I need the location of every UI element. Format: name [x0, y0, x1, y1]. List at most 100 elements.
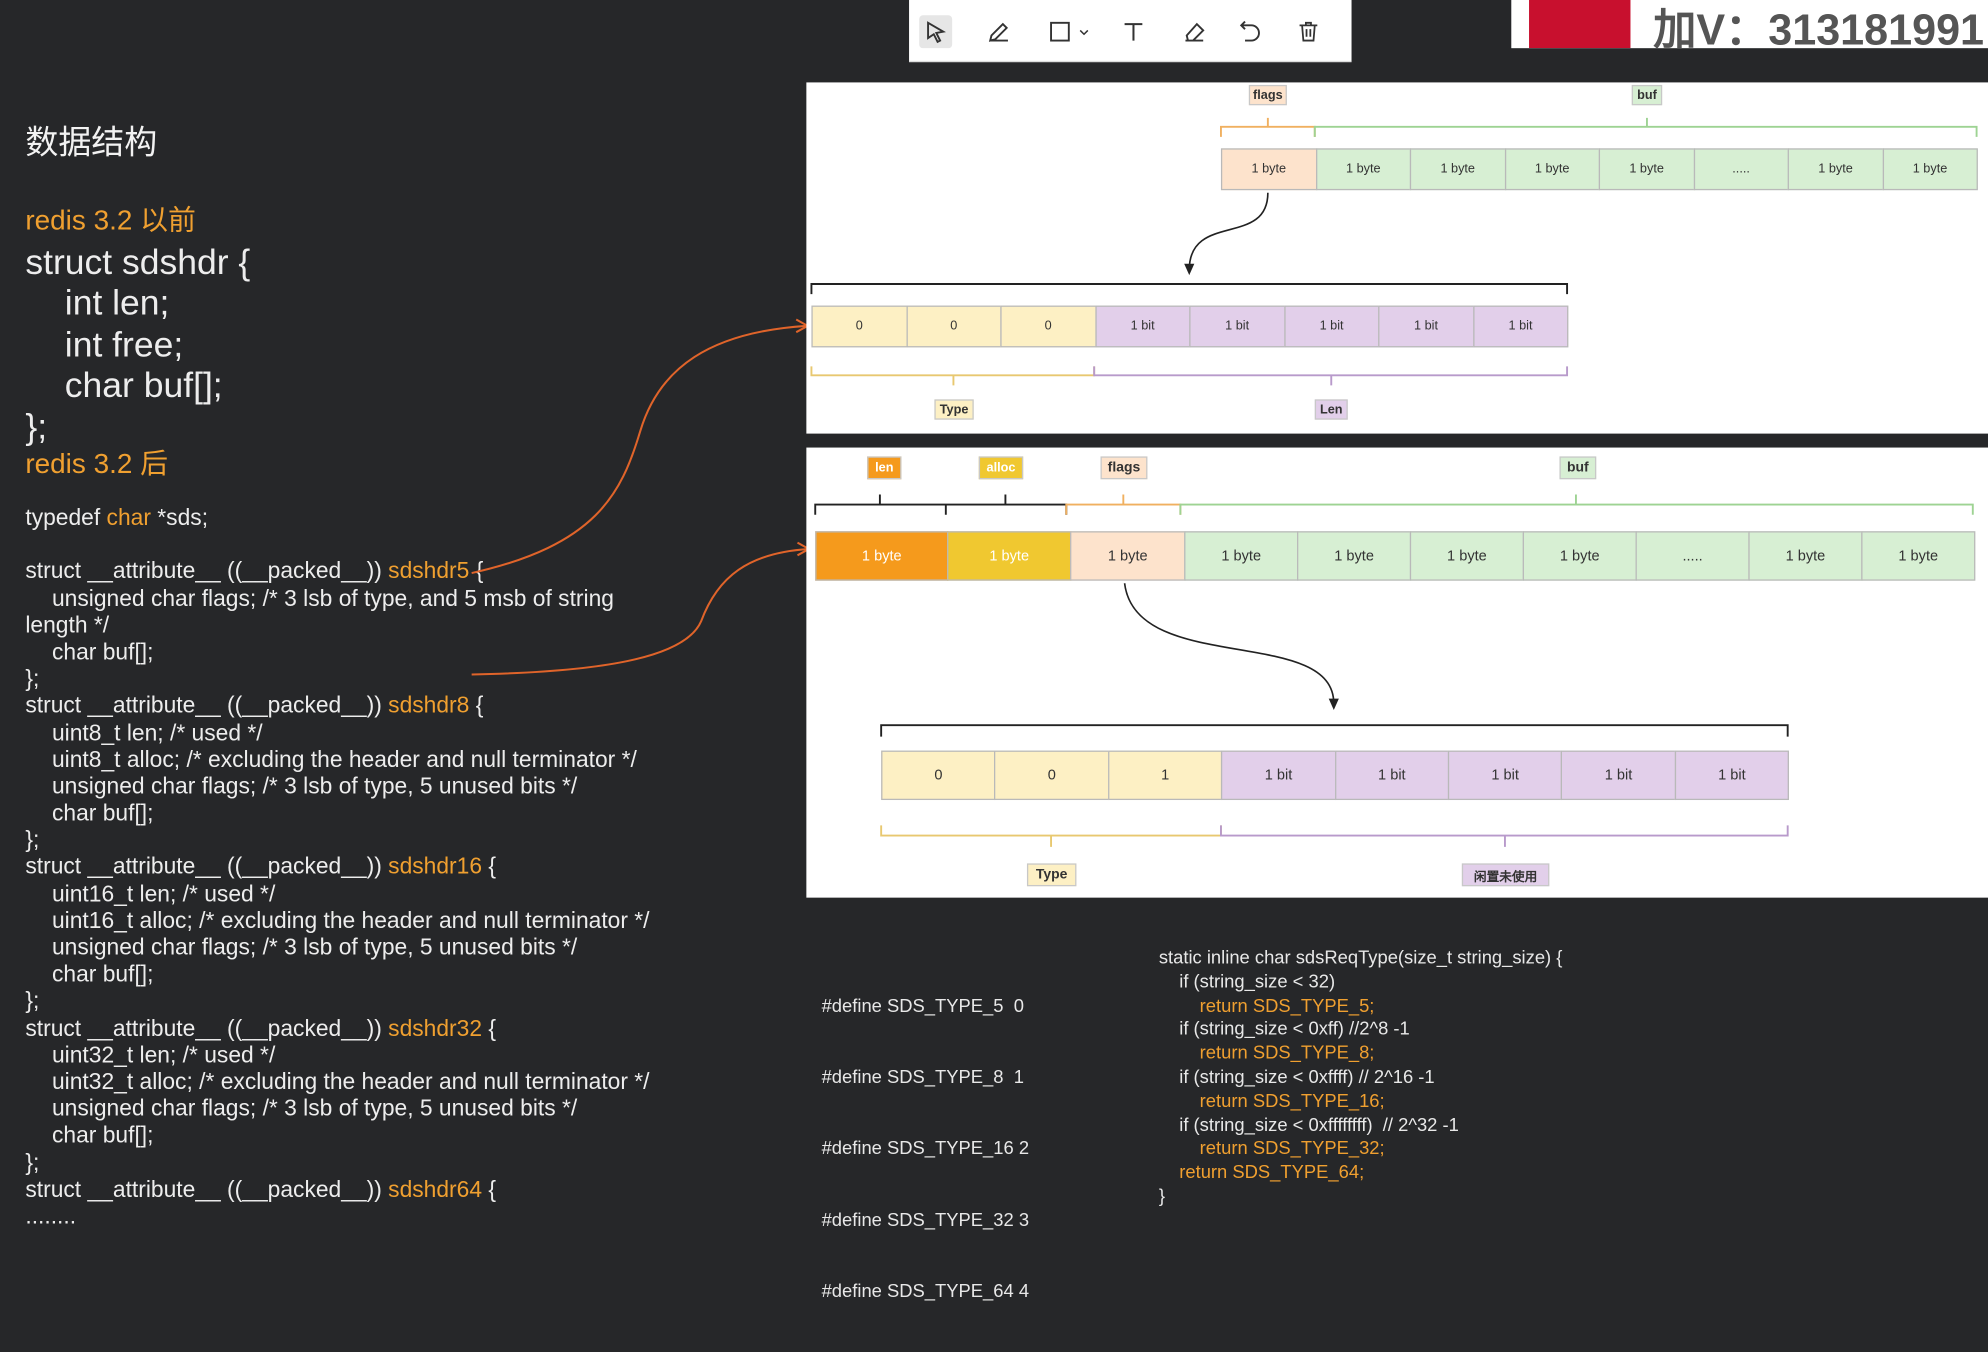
page-title: 数据结构: [25, 122, 158, 162]
old-line: char buf[];: [25, 365, 223, 405]
code-line: };: [25, 988, 40, 1014]
unused-label: 闲置未使用: [1461, 863, 1550, 887]
memory-cell: 1 byte: [1184, 531, 1299, 581]
code-line: uint32_t len; /* used */: [51, 1041, 276, 1068]
define-line: #define SDS_TYPE_8 1: [821, 1067, 1024, 1088]
memory-cell: 1 byte: [947, 531, 1072, 581]
memory-cell: 0: [1000, 305, 1097, 348]
return-line: return SDS_TYPE_32;: [1158, 1139, 1385, 1160]
typedef-line: typedef char *sds;: [25, 504, 209, 530]
alloc-label: alloc: [978, 456, 1024, 480]
code-line: };: [25, 1149, 40, 1175]
memory-cell: 1 bit: [1561, 750, 1676, 801]
code-line: unsigned char flags; /* 3 lsb of type, 5…: [51, 1095, 578, 1121]
diagram1-brackets: [810, 117, 1978, 386]
memory-cell: 1 byte: [1882, 148, 1978, 191]
code-line: unsigned char flags; /* 3 lsb of type, 5…: [51, 773, 578, 799]
define-line: #define SDS_TYPE_5 0: [821, 996, 1024, 1017]
memory-cell: 1: [1107, 750, 1223, 801]
old-struct: redis 3.2 以前 struct sdshdr { int len; in…: [25, 200, 250, 448]
cursor-icon[interactable]: [919, 15, 953, 49]
memory-cell: 1 byte: [1504, 148, 1601, 191]
sdshdr64-decl: struct __attribute__ ((__packed__)) sdsh…: [25, 1176, 497, 1202]
memory-cell: 1 byte: [1748, 531, 1863, 581]
annotation-toolbar: [909, 0, 1352, 63]
sds-req-type-function: static inline char sdsReqType(size_t str…: [1159, 947, 1563, 1209]
sdshdr5-decl: struct __attribute__ ((__packed__)) sdsh…: [25, 558, 484, 584]
return-line: return SDS_TYPE_8;: [1158, 1043, 1375, 1064]
sdshdr8-decl: struct __attribute__ ((__packed__)) sdsh…: [25, 692, 484, 719]
undo-icon[interactable]: [1234, 15, 1267, 48]
code-line: uint8_t alloc; /* excluding the header a…: [51, 746, 637, 772]
watermark-text: 加V：313181991: [1653, 6, 1985, 49]
old-line: struct sdshdr {: [25, 241, 251, 281]
code-line: if (string_size < 0xff) //2^8 -1: [1158, 1019, 1410, 1041]
len-label: Len: [1314, 399, 1348, 420]
memory-cell: 1 byte: [1409, 531, 1524, 581]
chevron-down-icon[interactable]: [1076, 15, 1091, 48]
text-icon[interactable]: [1117, 15, 1150, 48]
memory-cell: 1 bit: [1447, 750, 1563, 801]
code-line: }: [1158, 1186, 1165, 1207]
sdshdr32-decl: struct __attribute__ ((__packed__)) sdsh…: [25, 1015, 497, 1041]
memory-cell: 0: [994, 750, 1110, 801]
diagram2-brackets: [814, 494, 1974, 847]
code-line: if (string_size < 32): [1158, 972, 1336, 993]
code-line: unsigned char flags; /* 3 lsb of type, 5…: [51, 934, 578, 960]
rectangle-icon[interactable]: [1043, 15, 1076, 48]
old-line: int free;: [25, 324, 184, 364]
code-line: static inline char sdsReqType(size_t str…: [1158, 948, 1563, 969]
code-line: uint16_t alloc; /* excluding the header …: [51, 907, 650, 933]
return-line: return SDS_TYPE_16;: [1158, 1091, 1385, 1112]
code-line: };: [25, 826, 40, 853]
memory-cell: 1 byte: [1598, 148, 1695, 191]
trash-icon[interactable]: [1292, 15, 1325, 48]
memory-cell: 1 byte: [1070, 531, 1186, 581]
buf-label: buf: [1559, 456, 1597, 480]
memory-cell: .....: [1635, 531, 1750, 581]
memory-cell: 1 bit: [1094, 305, 1191, 348]
memory-cell: 1 bit: [1472, 305, 1569, 348]
define-line: #define SDS_TYPE_16 2: [821, 1139, 1030, 1160]
sdshdr16-decl: struct __attribute__ ((__packed__)) sdsh…: [25, 853, 497, 880]
code-line: uint16_t len; /* used */: [51, 880, 276, 907]
code-line: unsigned char flags; /* 3 lsb of type, a…: [51, 585, 614, 611]
code-line: char buf[];: [51, 800, 154, 826]
old-line: int len;: [25, 282, 170, 323]
return-line: return SDS_TYPE_64;: [1158, 1162, 1365, 1184]
eraser-icon[interactable]: [1178, 15, 1211, 48]
code-line: char buf[];: [51, 638, 154, 665]
memory-cell: 0: [881, 750, 996, 801]
buf-label: buf: [1631, 84, 1663, 106]
new-heading: redis 3.2 后: [25, 447, 168, 480]
pen-icon[interactable]: [983, 15, 1016, 48]
memory-cell: 1 bit: [1283, 305, 1380, 348]
code-line: };: [25, 665, 40, 692]
memory-cell: 1 byte: [1220, 148, 1317, 191]
code-line: uint32_t alloc; /* excluding the header …: [51, 1068, 650, 1095]
memory-cell: 1 byte: [1522, 531, 1637, 581]
memory-cell: 0: [811, 305, 908, 348]
define-line: #define SDS_TYPE_32 3: [821, 1210, 1030, 1231]
code-line: if (string_size < 0xffff) // 2^16 -1: [1158, 1067, 1435, 1088]
watermark-banner: 加V：313181991: [1511, 0, 1988, 49]
type-label: Type: [1026, 863, 1077, 887]
memory-cell: 1 bit: [1674, 750, 1790, 801]
memory-cell: 1 bit: [1378, 305, 1474, 348]
memory-cell: 1 byte: [815, 531, 949, 581]
memory-cell: 0: [905, 305, 1002, 348]
code-line: ........: [25, 1203, 77, 1229]
define-line: #define SDS_TYPE_64 4: [821, 1282, 1030, 1303]
memory-cell: 1 byte: [1861, 531, 1976, 581]
logo-icon: [1529, 0, 1631, 49]
memory-cell: 1 bit: [1189, 305, 1285, 348]
flags-label: flags: [1248, 84, 1287, 106]
code-line: char buf[];: [51, 1122, 154, 1148]
code-line: char buf[];: [51, 961, 154, 987]
memory-cell: .....: [1693, 148, 1789, 191]
old-heading: redis 3.2 以前: [25, 204, 196, 236]
memory-cell: 1 byte: [1297, 531, 1412, 581]
code-line: if (string_size < 0xffffffff) // 2^32 -1: [1158, 1115, 1459, 1136]
